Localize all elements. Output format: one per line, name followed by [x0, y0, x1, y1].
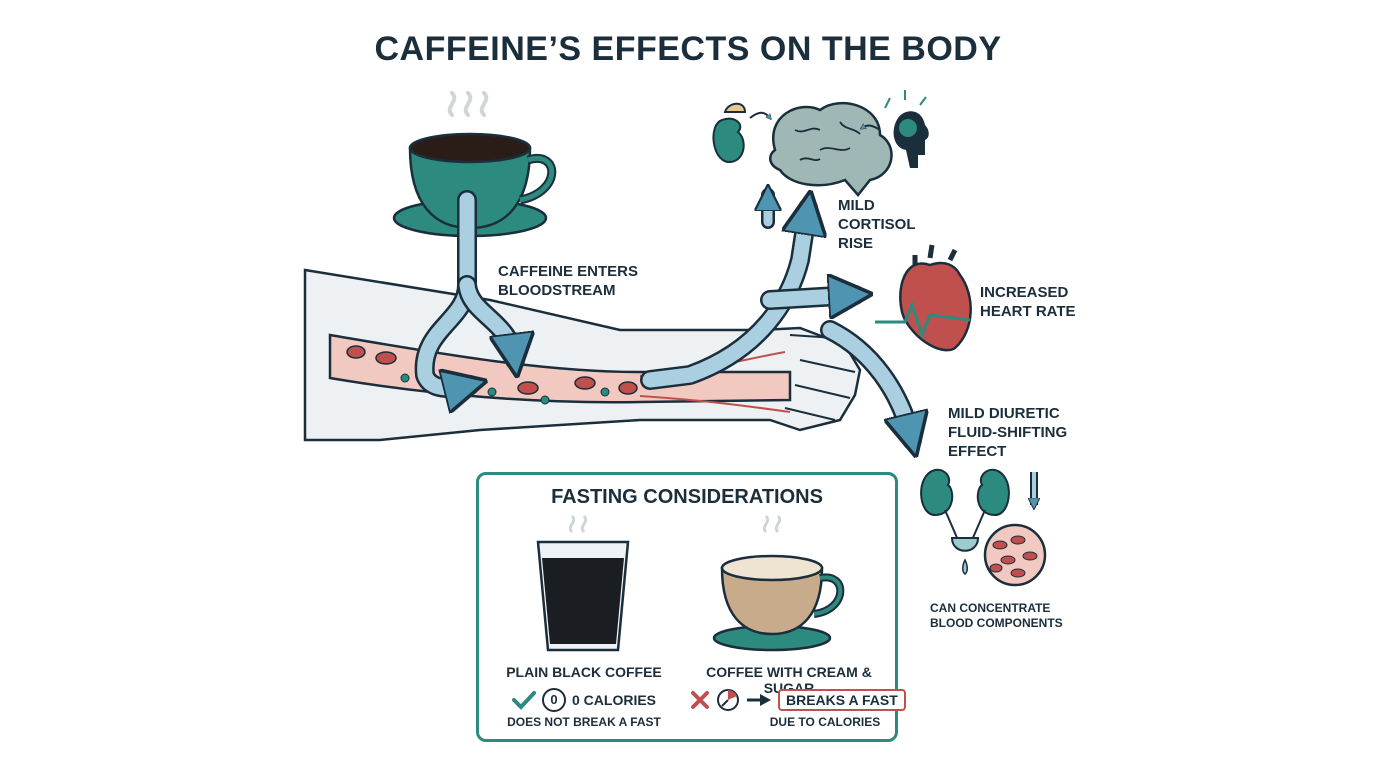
caffeine-molecule	[400, 373, 410, 383]
label-mild-diuretic-effect: MILD DIURETIC FLUID-SHIFTING EFFECT	[948, 405, 1068, 460]
head-profile-icon	[862, 90, 929, 168]
brain-icon	[769, 101, 893, 197]
heart-icon	[875, 244, 972, 352]
label-mild-cortisol-rise: MILD CORTISOL RISE	[838, 197, 916, 252]
fasting-title: FASTING CONSIDERATIONS	[551, 486, 823, 508]
latte-cup-icon	[712, 514, 845, 652]
due-to-calories-text: DUE TO CALORIES	[769, 715, 881, 729]
red-blood-cell	[574, 376, 596, 390]
label-caffeine-enters-bloodstream: CAFFEINE ENTERS BLOODSTREAM	[498, 263, 639, 299]
checkmark-icon	[512, 691, 536, 710]
red-blood-cell	[517, 381, 539, 395]
cross-icon	[691, 691, 709, 709]
does-not-break-fast-text: DOES NOT BREAK A FAST	[507, 715, 661, 729]
flow-arrows	[414, 195, 912, 440]
clock-icon	[717, 689, 739, 711]
caffeine-molecule	[600, 387, 610, 397]
label-increased-heart-rate: INCREASED HEART RATE	[980, 284, 1076, 320]
breaks-a-fast-badge: BREAKS A FAST	[778, 689, 906, 711]
caffeine-molecule	[487, 387, 497, 397]
black-coffee-glass-icon	[536, 514, 630, 652]
arrow-right-icon	[747, 694, 771, 706]
caffeine-molecule	[540, 395, 550, 405]
fasting-illustrations	[536, 514, 845, 652]
zero-calories-text: 0 CALORIES	[572, 692, 657, 708]
cream-coffee-status: BREAKS A FAST	[690, 688, 906, 712]
label-can-concentrate-blood: CAN CONCENTRATE BLOOD COMPONENTS	[930, 601, 1063, 630]
zero-circle-icon: 0	[542, 688, 566, 712]
adrenal-kidney-icon	[712, 102, 770, 164]
page-title: CAFFEINE’S EFFECTS ON THE BODY	[374, 30, 1002, 68]
black-coffee-status: 0 0 CALORIES	[512, 688, 656, 712]
kidneys-icon	[920, 468, 1034, 575]
red-blood-cell	[375, 351, 397, 365]
red-blood-cell	[618, 381, 638, 395]
red-blood-cell	[346, 345, 366, 359]
concentrated-blood-icon	[983, 523, 1047, 587]
plain-black-coffee-caption: PLAIN BLACK COFFEE	[506, 664, 662, 680]
